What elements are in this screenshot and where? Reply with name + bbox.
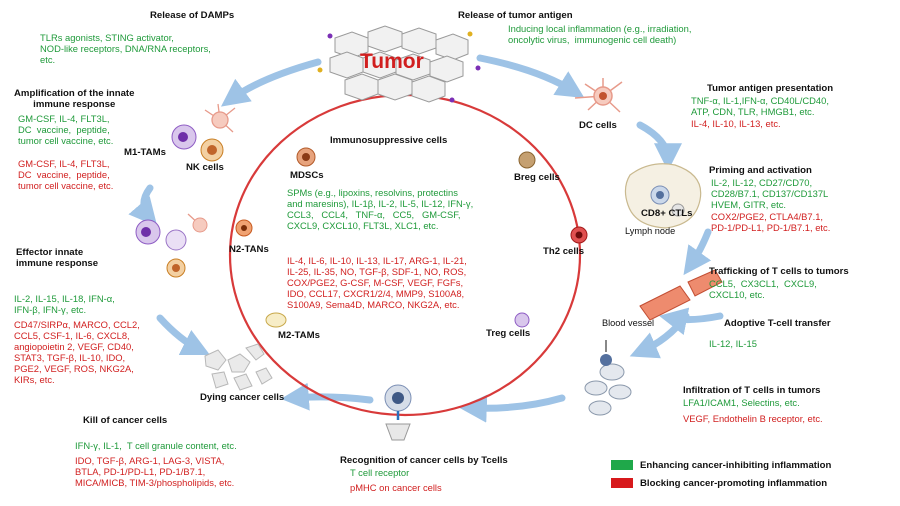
- n2-tan-icon: [235, 219, 253, 237]
- cd8-ctls-label: CD8+ CTLs: [641, 208, 693, 219]
- recognition-title: Recognition of cancer cells by Tcells: [340, 455, 508, 466]
- antigen-green: Inducing local inflammation (e.g., irrad…: [508, 23, 692, 46]
- infiltration-red: VEGF, Endothelin B receptor, etc.: [683, 413, 823, 424]
- center-green: SPMs (e.g., lipoxins, resolvins, protect…: [287, 187, 474, 232]
- adoptive-green: IL-12, IL-15: [709, 338, 757, 349]
- arrow-damps-to-amplification: [220, 58, 322, 107]
- recognition-cells-icon: [384, 384, 412, 441]
- lymph-node-label: Lymph node: [625, 226, 676, 236]
- recognition-green: T cell receptor: [350, 467, 410, 478]
- arrow-effector-to-dying: [156, 314, 211, 356]
- arrow-tumor-to-dc: [476, 54, 585, 98]
- adoptive-title: Adoptive T-cell transfer: [724, 318, 831, 329]
- center-red: IL-4, IL-6, IL-10, IL-13, IL-17, ARG-1, …: [287, 255, 467, 311]
- m1-tams-label: M1-TAMs: [124, 147, 166, 158]
- presentation-green: TNF-α, IL-1,IFN-α, CD40L/CD40, ATP, CDN,…: [691, 95, 829, 118]
- recognition-red: pMHC on cancer cells: [350, 482, 442, 493]
- effector-green: IL-2, IL-15, IL-18, IFN-α, IFN-β, IFN-γ,…: [14, 293, 115, 316]
- dc-cell-icon: [574, 78, 623, 113]
- th2-label: Th2 cells: [543, 246, 585, 257]
- arrow-amplification-to-effector: [128, 184, 158, 227]
- priming-red: COX2/PGE2, CTLA4/B7.1, PD-1/PD-L1, PD-1/…: [711, 211, 831, 234]
- antigen-title: Release of tumor antigen: [458, 10, 573, 21]
- mdsc-icon: [296, 147, 316, 167]
- arrow-dc-to-lymph: [636, 121, 682, 172]
- dc-cells-label: DC cells: [579, 120, 617, 131]
- kill-green: IFN-γ, IL-1, T cell granule content, etc…: [75, 440, 237, 451]
- breg-icon: [518, 151, 536, 169]
- priming-green: IL-2, IL-12, CD27/CD70, CD28/B7.1, CD137…: [711, 177, 829, 211]
- treg-icon: [514, 312, 530, 328]
- effector-cells-icon: [135, 213, 208, 278]
- arrow-lymph-to-vessel: [683, 228, 712, 276]
- th2-icon: [570, 226, 588, 244]
- nk-cells-label: NK cells: [186, 162, 224, 173]
- tumor-cluster: [317, 25, 481, 103]
- m2-tams-label: M2-TAMs: [278, 330, 320, 341]
- presentation-title: Tumor antigen presentation: [707, 83, 834, 94]
- mdscs-label: MDSCs: [290, 170, 324, 181]
- legend-enhancing-label: Enhancing cancer-inhibiting inflammation: [640, 460, 832, 471]
- damps-title: Release of DAMPs: [150, 10, 235, 21]
- dying-cancer-cells-icon: [204, 343, 273, 391]
- effector-title: Effector innate immune response: [16, 247, 99, 270]
- amplification-green: GM-CSF, IL-4, FLT3L, DC vaccine, peptide…: [18, 113, 114, 147]
- arrow-infiltration-to-recognition: [458, 394, 566, 423]
- amplification-title: Amplification of the innate immune respo…: [14, 88, 135, 111]
- legend-green-swatch: [611, 460, 633, 470]
- lymph-node-icon: [624, 163, 702, 229]
- blood-vessel-icon: [639, 269, 723, 321]
- priming-title: Priming and activation: [709, 165, 812, 176]
- arrow-adoptive-transfer: [659, 307, 724, 336]
- tumor-title: Tumor: [360, 50, 424, 73]
- n2-tans-label: N2-TANs: [229, 244, 269, 255]
- dc-amplification-icon: [204, 103, 236, 133]
- dying-cancer-cells-label: Dying cancer cells: [200, 392, 285, 403]
- infiltration-green: LFA1/ICAM1, Selectins, etc.: [683, 397, 800, 408]
- immunosuppressive-title: Immunosuppressive cells: [330, 135, 448, 146]
- trafficking-title: Trafficking of T cells to tumors: [709, 266, 849, 277]
- amplification-red: GM-CSF, IL-4, FLT3L, DC vaccine, peptide…: [18, 158, 114, 192]
- presentation-red: IL-4, IL-10, IL-13, etc.: [691, 118, 781, 129]
- kill-title: Kill of cancer cells: [83, 415, 168, 426]
- damps-green: TLRs agonists, STING activator, NOD-like…: [40, 32, 211, 66]
- infiltration-title: Infiltration of T cells in tumors: [683, 385, 821, 396]
- m2-tam-icon: [265, 312, 287, 328]
- arrow-recognition-to-dying: [280, 382, 374, 411]
- legend-red-swatch: [611, 478, 633, 488]
- treg-label: Treg cells: [486, 328, 531, 339]
- cycle-arrows: [128, 54, 724, 423]
- trafficking-green: CCL5, CX3CL1, CXCL9, CXCL10, etc.: [709, 278, 817, 301]
- legend-blocking-label: Blocking cancer-promoting inflammation: [640, 478, 828, 489]
- breg-label: Breg cells: [514, 172, 560, 183]
- blood-vessel-label: Blood vessel: [602, 318, 655, 328]
- effector-red: CD47/SIRPα, MARCO, CCL2, CCL5, CSF-1, IL…: [14, 319, 140, 386]
- infiltration-cells-icon: [584, 340, 632, 416]
- kill-red: IDO, TGF-β, ARG-1, LAG-3, VISTA, BTLA, P…: [75, 455, 235, 489]
- nk-cell-icon: [200, 138, 224, 162]
- m1-tam-icon: [171, 124, 197, 150]
